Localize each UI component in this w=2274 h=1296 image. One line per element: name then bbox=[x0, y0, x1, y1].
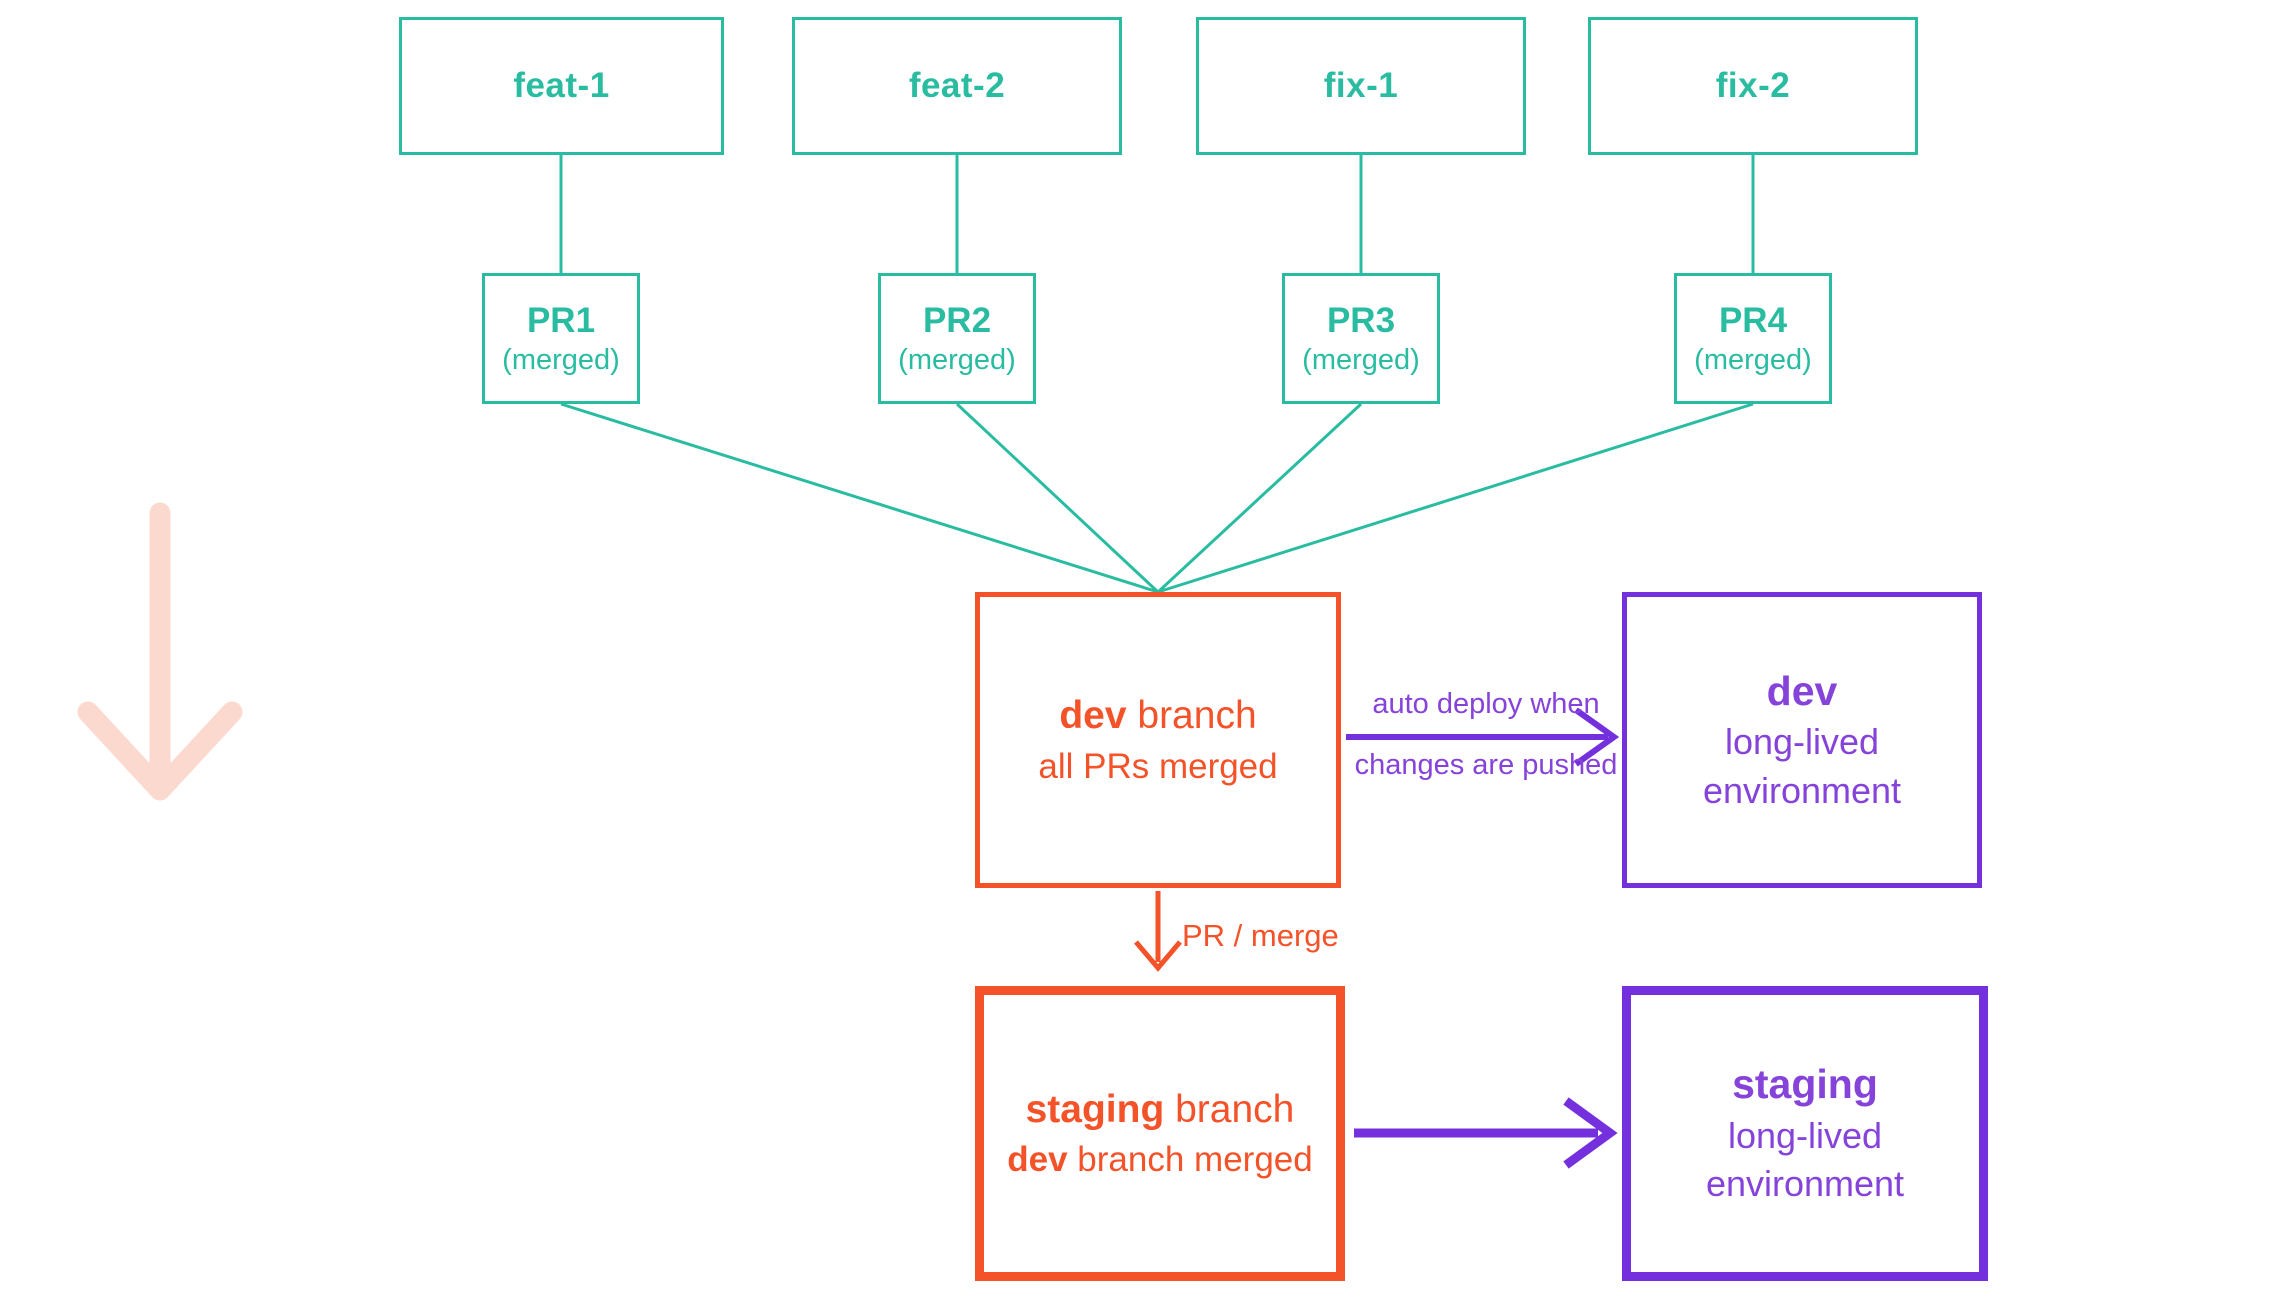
staging-env-title: staging bbox=[1732, 1061, 1878, 1108]
pr1-label: PR1 bbox=[526, 300, 596, 340]
pr2-label: PR2 bbox=[922, 300, 992, 340]
pr4-status: (merged) bbox=[1694, 344, 1812, 377]
dev-env-line2: environment bbox=[1702, 769, 1902, 811]
branch-box-feat-1: feat-1 bbox=[399, 17, 724, 155]
dev-branch-title: dev branch bbox=[1059, 690, 1256, 743]
pr4-label: PR4 bbox=[1718, 300, 1788, 340]
pr1-status: (merged) bbox=[502, 344, 620, 377]
pr3-status: (merged) bbox=[1302, 344, 1420, 377]
dev-branch-title-rest: branch bbox=[1126, 694, 1257, 738]
branch-label-feat-2: feat-2 bbox=[908, 66, 1006, 105]
merge-line-pr3-dev bbox=[1156, 402, 1363, 594]
branch-label-fix-1: fix-1 bbox=[1323, 66, 1399, 105]
pr-box-2: PR2 (merged) bbox=[878, 273, 1036, 404]
dev-branch-subtitle: all PRs merged bbox=[1038, 746, 1278, 786]
dev-environment-box: dev long-lived environment bbox=[1622, 592, 1982, 888]
pr-box-1: PR1 (merged) bbox=[482, 273, 640, 404]
branch-label-fix-2: fix-2 bbox=[1715, 66, 1791, 105]
branch-box-feat-2: feat-2 bbox=[792, 17, 1122, 155]
merge-line-pr2-dev bbox=[955, 402, 1160, 594]
arrow-dev-branch-to-dev-env bbox=[1346, 707, 1620, 767]
branch-label-feat-1: feat-1 bbox=[513, 66, 610, 105]
branch-box-fix-2: fix-2 bbox=[1588, 17, 1918, 155]
flow-direction-arrow bbox=[77, 502, 243, 801]
staging-branch-box: staging branch dev branch merged bbox=[975, 986, 1345, 1281]
pr-box-4: PR4 (merged) bbox=[1674, 273, 1832, 404]
pr-merge-label: PR / merge bbox=[1182, 918, 1339, 953]
staging-branch-subtitle: dev branch merged bbox=[1007, 1136, 1312, 1183]
staging-branch-title-rest: branch bbox=[1164, 1087, 1295, 1131]
dev-branch-title-bold: dev bbox=[1059, 694, 1127, 738]
pr2-status: (merged) bbox=[898, 344, 1016, 377]
dev-env-line1: long-lived bbox=[1724, 721, 1880, 763]
staging-env-line1: long-lived bbox=[1727, 1114, 1883, 1156]
staging-env-line2: environment bbox=[1705, 1163, 1905, 1205]
arrow-dev-branch-to-staging-branch bbox=[1134, 891, 1182, 972]
dev-branch-box: dev branch all PRs merged bbox=[975, 592, 1341, 888]
merge-line-pr1-dev bbox=[560, 402, 1159, 594]
merge-line-pr4-dev bbox=[1157, 402, 1754, 594]
auto-deploy-label-line2: changes are pushed bbox=[1354, 749, 1618, 781]
staging-branch-title: staging branch bbox=[1026, 1084, 1295, 1137]
staging-branch-subtitle-rest: branch merged bbox=[1067, 1140, 1313, 1180]
staging-branch-subtitle-bold: dev bbox=[1007, 1140, 1068, 1180]
pr3-label: PR3 bbox=[1326, 300, 1396, 340]
branch-box-fix-1: fix-1 bbox=[1196, 17, 1526, 155]
pr-box-3: PR3 (merged) bbox=[1282, 273, 1440, 404]
staging-branch-title-bold: staging bbox=[1025, 1087, 1165, 1131]
auto-deploy-label-line1: auto deploy when bbox=[1372, 688, 1600, 720]
arrow-staging-branch-to-staging-env bbox=[1354, 1097, 1618, 1169]
staging-environment-box: staging long-lived environment bbox=[1622, 986, 1988, 1281]
dev-env-title: dev bbox=[1766, 667, 1838, 714]
